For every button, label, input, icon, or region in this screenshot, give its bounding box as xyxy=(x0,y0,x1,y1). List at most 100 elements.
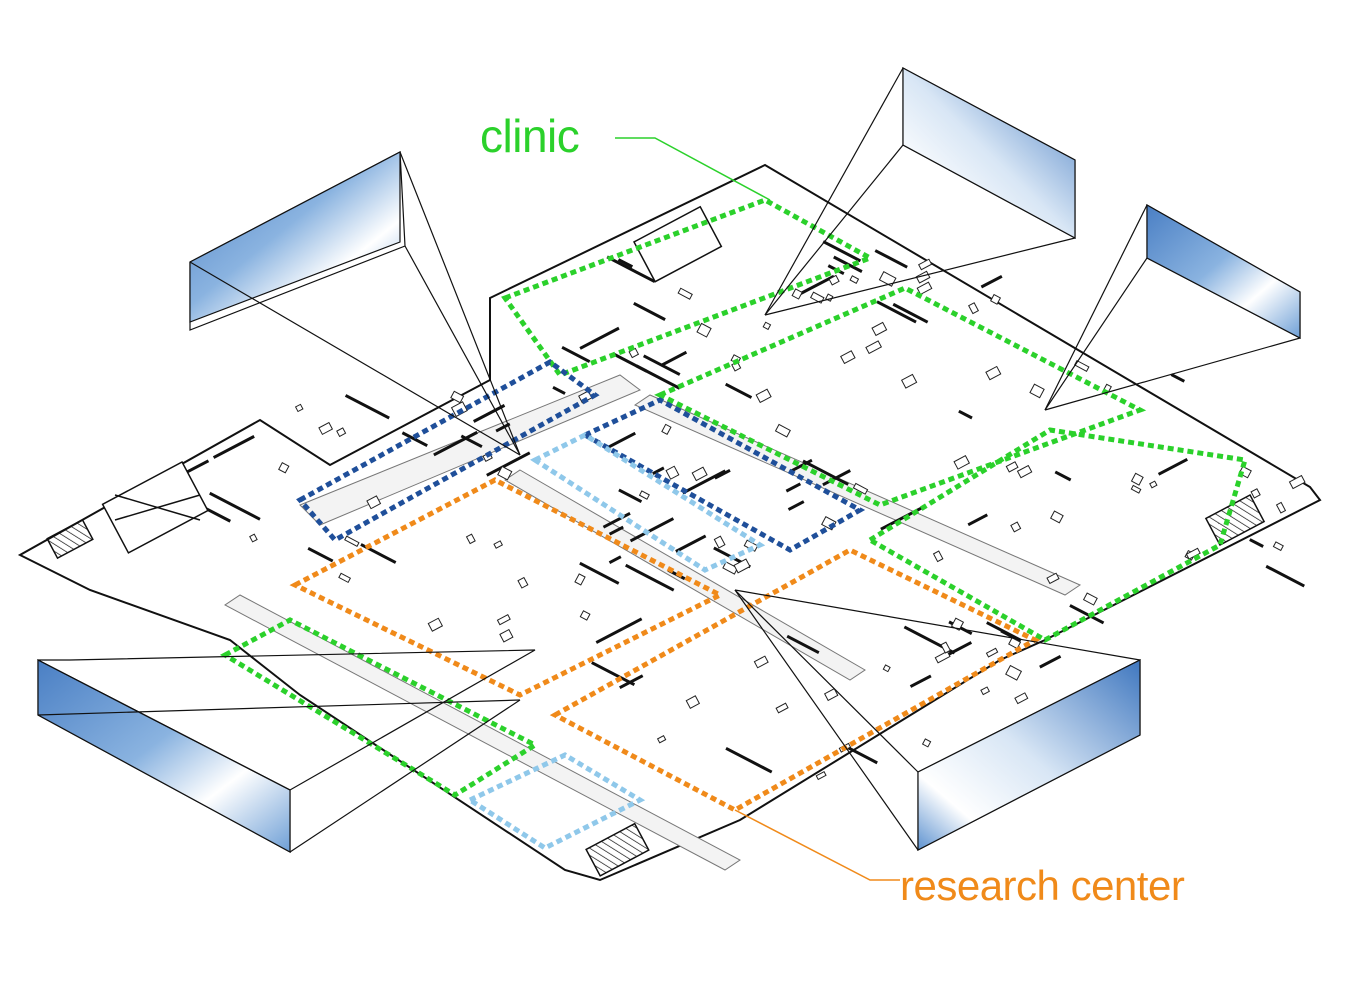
research-leader-line xyxy=(734,809,900,881)
wall-segment xyxy=(591,661,636,687)
furniture-mark xyxy=(934,650,951,664)
clinic-zone-northeast xyxy=(654,285,1147,508)
furniture-mark xyxy=(791,288,803,300)
furniture-mark xyxy=(496,614,511,626)
clinic-leader-line xyxy=(615,137,771,201)
wall-segment xyxy=(785,482,802,493)
label-leaders xyxy=(615,137,900,881)
wall-segment xyxy=(629,517,675,543)
furniture-mark xyxy=(775,702,789,714)
furniture-mark xyxy=(985,365,1002,381)
wall-segment xyxy=(892,302,929,324)
sky-frame-southeast-sky xyxy=(917,659,1141,851)
furniture-mark xyxy=(815,770,827,781)
wall-segment xyxy=(802,459,849,486)
furniture-mark xyxy=(921,738,932,748)
slab-north-wing xyxy=(17,163,1322,882)
light-blue-zone-center xyxy=(529,432,766,573)
furniture-mark xyxy=(497,465,513,481)
furniture-mark xyxy=(1016,464,1033,479)
furniture-mark xyxy=(722,561,739,575)
furniture-mark xyxy=(852,482,869,495)
wall-segment xyxy=(967,513,988,527)
furniture-mark xyxy=(762,321,772,331)
furniture-mark xyxy=(1050,510,1064,524)
furniture-mark xyxy=(661,423,672,436)
wall-segment xyxy=(986,621,1022,642)
wall-segment xyxy=(1054,470,1072,482)
wall-segment xyxy=(1157,458,1188,476)
wall-segment xyxy=(495,422,511,433)
sky-frame-southwest-top xyxy=(37,649,536,791)
furniture-mark xyxy=(493,540,504,549)
furniture-mark xyxy=(691,466,708,482)
furniture-mark xyxy=(1272,541,1284,552)
furniture-mark xyxy=(1082,592,1098,606)
sky-view-frames xyxy=(37,66,1301,854)
furniture-mark xyxy=(638,490,650,500)
sky-frame-southeast xyxy=(734,589,1141,851)
sky-frame-northwest xyxy=(189,151,521,456)
furniture-mark xyxy=(840,350,856,365)
furniture-mark xyxy=(685,695,701,709)
furniture-mark xyxy=(1238,465,1252,479)
clinic-zone-southwest xyxy=(219,617,541,798)
furniture-mark xyxy=(980,686,991,696)
wall-segment xyxy=(1039,654,1062,669)
wall-segment xyxy=(606,255,656,283)
wall-segment xyxy=(652,466,665,476)
furniture-mark xyxy=(865,340,883,355)
sky-frame-north xyxy=(764,66,1076,316)
wall-segment xyxy=(874,249,908,269)
sky-frame-southwest-sky xyxy=(37,659,291,854)
wall-segment xyxy=(604,431,636,451)
wall-segment xyxy=(212,435,255,459)
furniture-marks xyxy=(164,256,1306,781)
wall-segment xyxy=(608,555,622,564)
furniture-mark xyxy=(1275,501,1287,514)
furniture-mark xyxy=(336,427,347,438)
stair-core-east xyxy=(1204,494,1266,546)
wall-segment xyxy=(209,491,261,521)
furniture-mark xyxy=(828,274,840,286)
furniture-mark xyxy=(294,403,304,413)
furniture-mark xyxy=(1010,521,1022,533)
furniture-mark xyxy=(932,550,944,563)
wall-segment xyxy=(876,300,917,324)
corridor-southwest xyxy=(224,594,741,871)
furniture-mark xyxy=(656,735,667,744)
wall-segment xyxy=(1069,604,1105,625)
furniture-mark xyxy=(1073,359,1090,372)
furniture-mark xyxy=(579,610,591,621)
wall-segment xyxy=(786,634,820,655)
zone-outlines xyxy=(219,197,1249,851)
furniture-mark xyxy=(755,388,772,404)
furniture-mark xyxy=(1130,484,1142,494)
stair-core-west-cross-b xyxy=(114,494,201,521)
furniture-mark xyxy=(249,533,258,543)
wall-segment xyxy=(625,563,675,592)
furniture-mark xyxy=(344,535,360,548)
research-zone-center xyxy=(289,477,726,698)
furniture-mark xyxy=(849,275,860,284)
wall-segment xyxy=(602,511,631,529)
wall-segment xyxy=(579,561,620,585)
furniture-mark xyxy=(450,390,465,404)
wall-segment xyxy=(958,409,973,420)
wall-segment xyxy=(675,534,707,553)
wall-segment xyxy=(725,746,773,774)
furniture-mark xyxy=(278,462,290,474)
furniture-mark xyxy=(871,321,888,337)
stair-cores xyxy=(46,205,1266,877)
furniture-mark xyxy=(823,688,839,702)
clinic-label: clinic xyxy=(480,110,580,162)
dark-blue-zone-north xyxy=(296,359,600,544)
corridor-main-diagonal xyxy=(299,374,641,526)
furniture-mark xyxy=(1008,637,1022,650)
furniture-mark xyxy=(318,421,334,436)
stair-core-north xyxy=(632,205,723,283)
wall-segment xyxy=(595,617,643,644)
wall-segment xyxy=(714,468,731,480)
furniture-mark xyxy=(940,641,951,654)
stair-core-south xyxy=(585,822,650,877)
